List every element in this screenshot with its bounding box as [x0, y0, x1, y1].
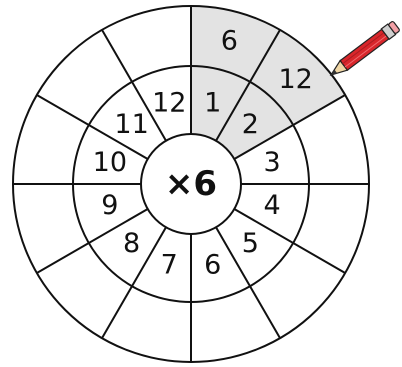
pencil-icon	[327, 20, 400, 80]
inner-number-9: 9	[101, 190, 118, 221]
inner-number-4: 4	[264, 190, 281, 221]
inner-number-1: 1	[204, 87, 221, 118]
inner-number-12: 12	[152, 87, 186, 118]
inner-number-5: 5	[242, 228, 259, 259]
inner-number-7: 7	[161, 250, 178, 281]
center-label: ×6	[165, 164, 217, 204]
inner-number-6: 6	[204, 250, 221, 281]
outer-answer-2: 12	[278, 64, 312, 95]
outer-answer-1: 6	[221, 26, 238, 57]
inner-number-3: 3	[264, 147, 281, 178]
inner-number-2: 2	[242, 109, 259, 140]
inner-number-11: 11	[114, 109, 148, 140]
inner-number-10: 10	[93, 147, 127, 178]
inner-number-8: 8	[123, 228, 140, 259]
